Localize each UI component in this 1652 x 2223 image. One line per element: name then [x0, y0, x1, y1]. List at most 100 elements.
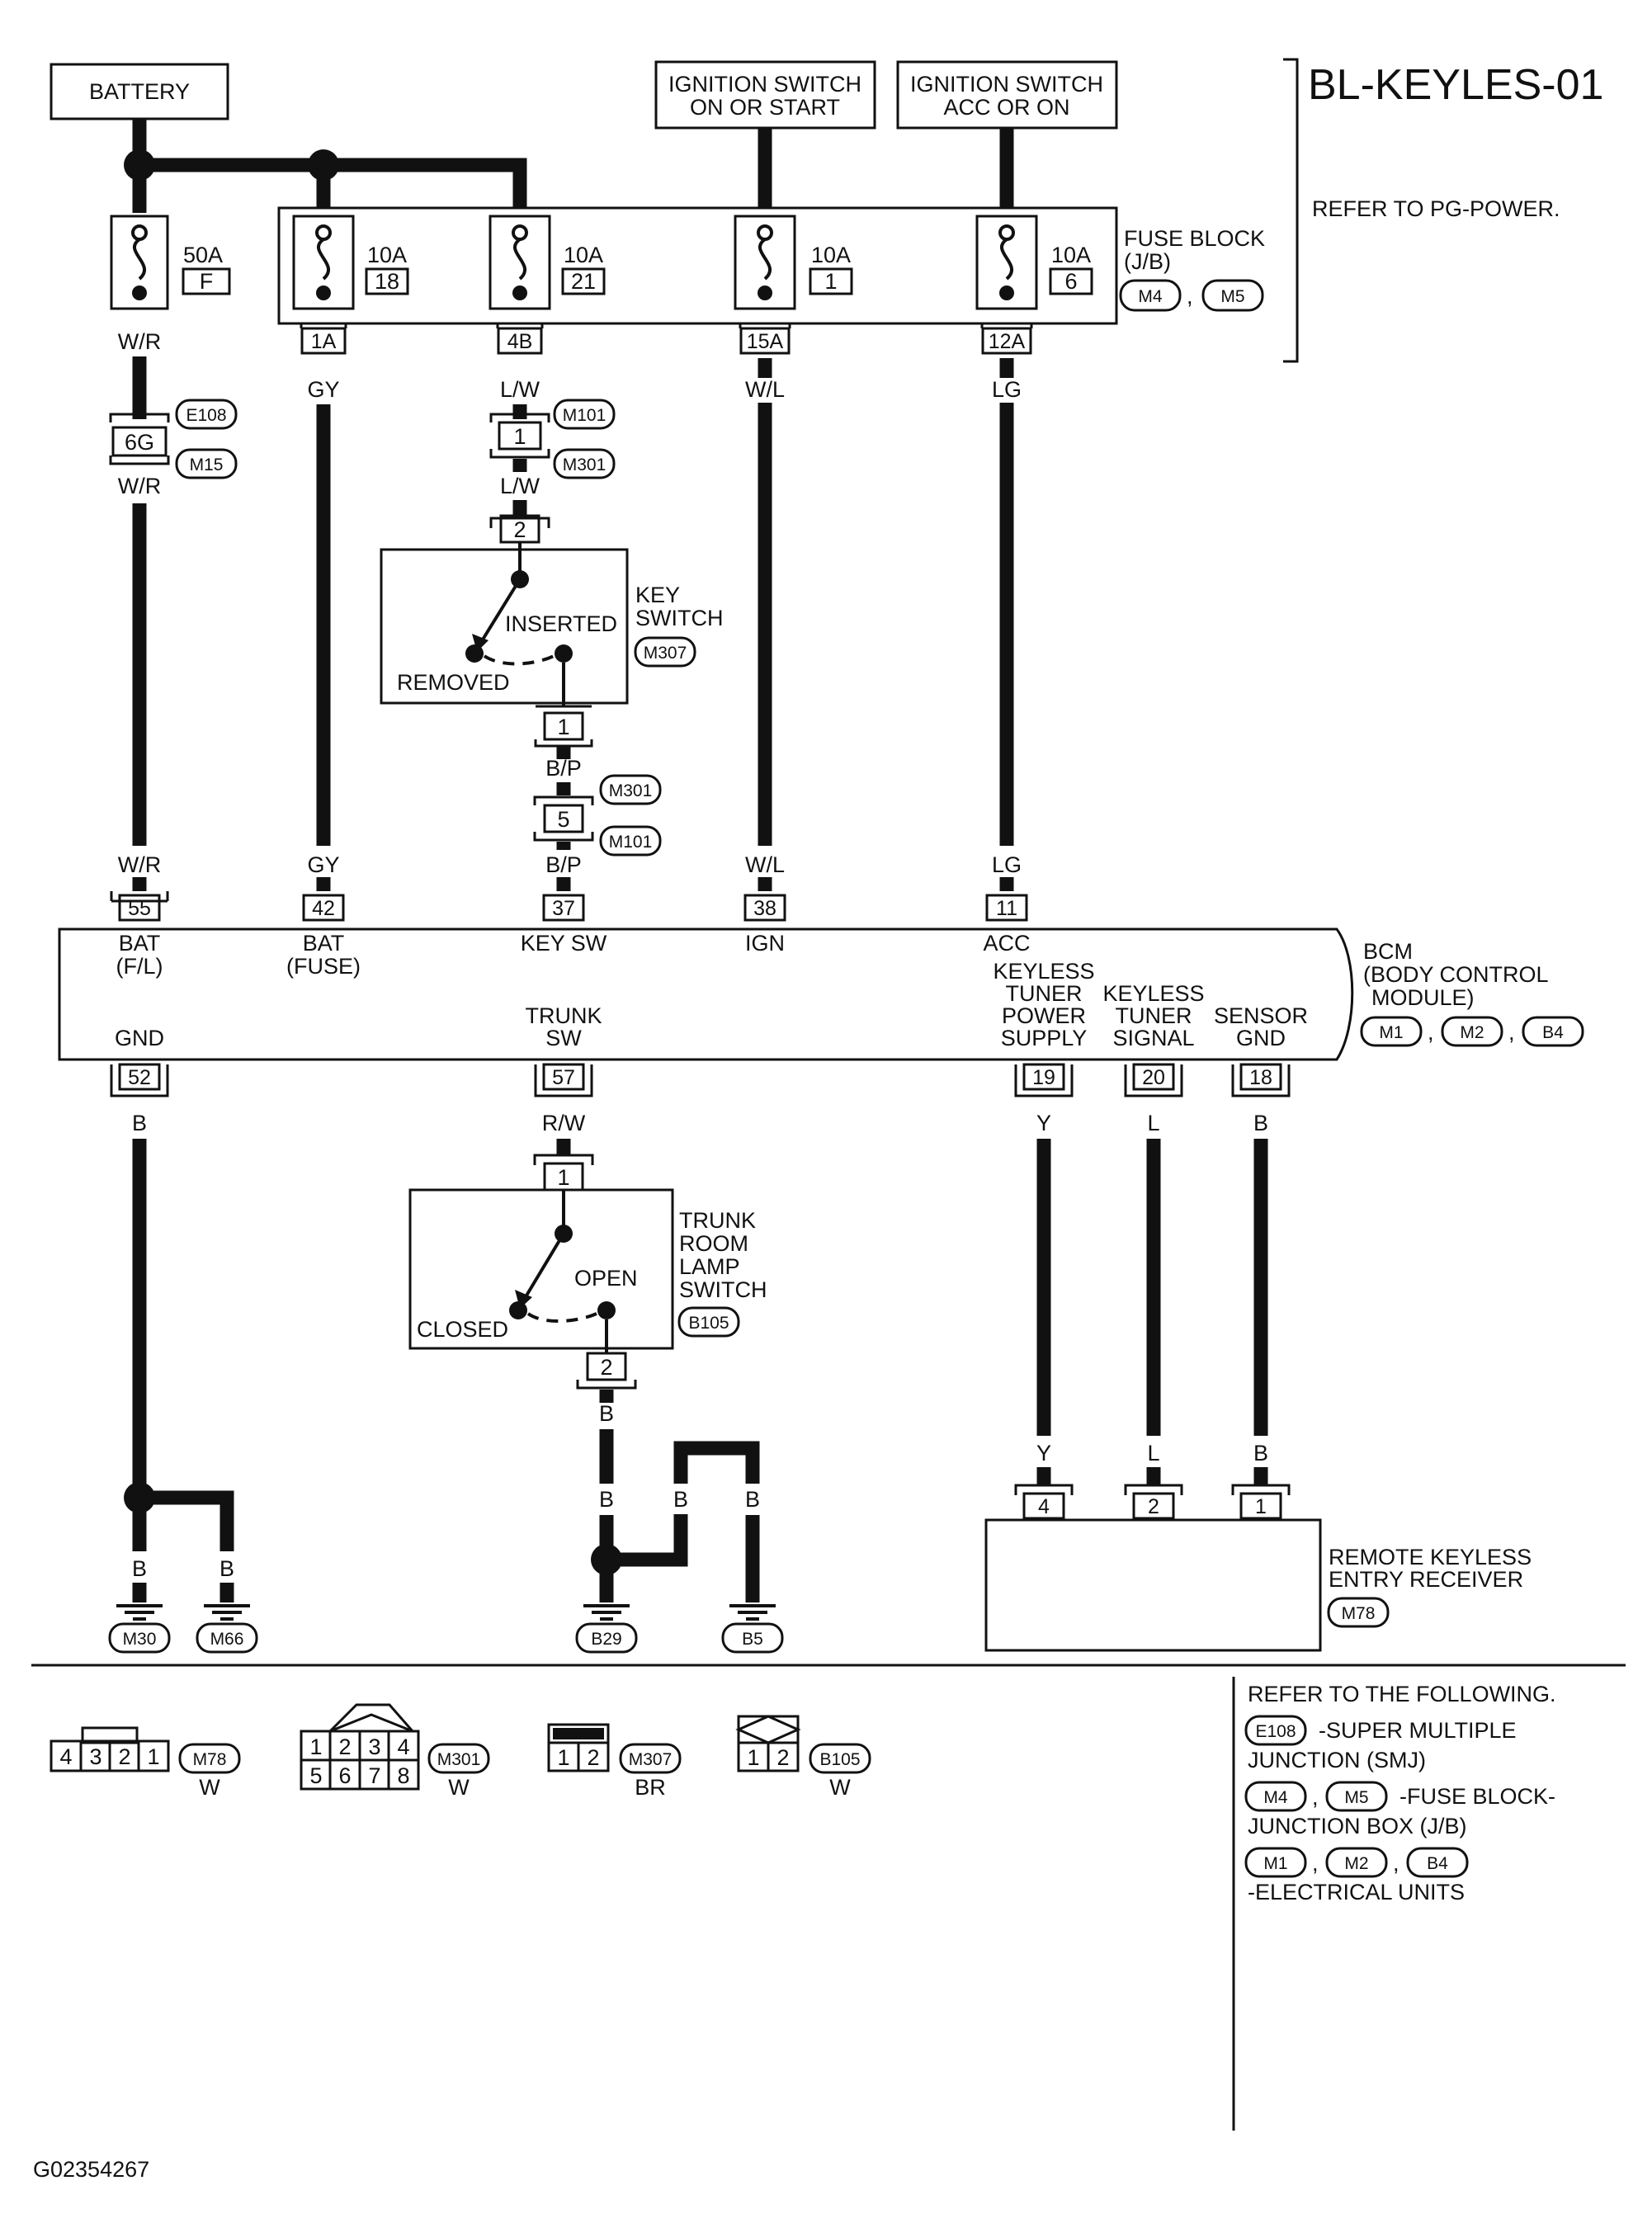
- wire-color: W/R: [118, 329, 161, 354]
- connector-tag: [1360, 1016, 1423, 1047]
- pin-cap: [533, 1154, 594, 1165]
- wire-color: B: [1253, 1441, 1268, 1465]
- pg-power-bracket: [1283, 58, 1299, 363]
- wire-color: L: [1147, 1441, 1159, 1465]
- bcm-term: SUPPLY: [1001, 1026, 1088, 1050]
- pin-box: [543, 711, 584, 741]
- fuse-id-box: [809, 267, 853, 295]
- wire-color: B: [599, 1487, 614, 1512]
- pin-number: 42: [312, 897, 335, 920]
- inline-connector: [498, 421, 542, 451]
- ground-symbol-m30: M30: [108, 1604, 171, 1654]
- fuse-element: [316, 238, 331, 281]
- comma: ,: [1312, 1851, 1319, 1876]
- wire-color: B: [673, 1487, 688, 1512]
- fuse-terminal-id: 15A: [747, 330, 784, 353]
- switch-contact: [597, 1301, 616, 1319]
- trunk-switch-label: SWITCH: [679, 1277, 767, 1302]
- pin-number: 57: [552, 1066, 575, 1089]
- reference-text: -FUSE BLOCK-: [1399, 1784, 1555, 1809]
- switch-arm: [525, 1232, 565, 1297]
- fuse-id: 6: [1064, 269, 1077, 294]
- terminal-cap: [300, 322, 347, 328]
- receiver-pin-2: [1132, 1492, 1175, 1520]
- connector-tag: [178, 1743, 241, 1774]
- fuse-terminal-id: 12A: [989, 330, 1026, 353]
- connector-tag: [1325, 1781, 1388, 1812]
- connector-tag-label: M4: [1263, 1788, 1287, 1807]
- cavity-number: 1: [147, 1744, 159, 1769]
- key-switch-inserted: INSERTED: [505, 611, 617, 636]
- inline-cap: [533, 832, 594, 842]
- fuse-terminal-id: 1A: [311, 330, 337, 353]
- trunk-switch-pin-out: 2: [600, 1355, 612, 1380]
- wire-color: W/R: [118, 474, 161, 498]
- ign-on-start-line2: ON OR START: [690, 95, 840, 120]
- connector-tag: [599, 774, 662, 805]
- pin-frame: [110, 1064, 169, 1097]
- pin-number: 52: [128, 1066, 151, 1089]
- key-switch-label: SWITCH: [635, 606, 723, 630]
- connector-color: BR: [635, 1775, 666, 1800]
- battery-box: [50, 63, 229, 120]
- wire-color: GY: [307, 377, 339, 402]
- pin-cap: [1124, 1484, 1183, 1495]
- fuse-element: [512, 238, 527, 281]
- connector-tag-label: M78: [1342, 1604, 1376, 1623]
- cavity-number: 4: [397, 1735, 409, 1759]
- fuse-element: [999, 238, 1014, 281]
- fuse-block-label: FUSE BLOCK: [1124, 226, 1265, 251]
- inline-cap: [489, 413, 550, 422]
- terminal-box: [981, 327, 1032, 355]
- pin-box: [542, 894, 585, 922]
- connector-tag: [619, 1743, 682, 1774]
- ground-id: M66: [210, 1630, 244, 1649]
- receiver-label: REMOTE KEYLESS: [1329, 1545, 1532, 1569]
- bcm-pin-11: 11: [985, 894, 1028, 922]
- connector-tag-label: M78: [193, 1750, 227, 1769]
- bcm-label: BCM: [1363, 939, 1413, 964]
- trunk-switch-pin-in: 1: [557, 1165, 569, 1190]
- wire-color: W/R: [118, 852, 161, 877]
- bcm-term: (FUSE): [286, 954, 361, 979]
- bcm-term: BAT: [303, 931, 345, 956]
- ground-icon: [729, 1604, 776, 1621]
- cavity-number: 1: [747, 1745, 759, 1770]
- connector-tag-label: M307: [644, 644, 687, 663]
- ign-acc-on-line2: ACC OR ON: [943, 95, 1069, 120]
- ground-symbol-b5: B5: [721, 1604, 784, 1654]
- figure-id: G02354267: [33, 2157, 149, 2182]
- pin-number: 37: [552, 897, 575, 920]
- wire-color: B: [1253, 1111, 1268, 1135]
- inline-pin: 5: [557, 807, 569, 832]
- connector-tag-label: B4: [1542, 1023, 1564, 1042]
- bcm-pin-37: 37: [542, 894, 585, 922]
- connector-tag-label: M1: [1379, 1023, 1403, 1042]
- pin-number: 20: [1142, 1066, 1165, 1089]
- fuse-id-box: [561, 267, 606, 295]
- fuse-id: 18: [375, 269, 399, 294]
- ground-id: B29: [591, 1630, 621, 1649]
- connector-tag: [1244, 1781, 1307, 1812]
- terminal-box: [497, 327, 543, 355]
- fuse-id: 21: [571, 269, 596, 294]
- connector-tag: [1244, 1847, 1307, 1878]
- wire-color: B: [132, 1111, 147, 1135]
- connector-view-b105: 1 2 B105 W: [735, 1715, 871, 1800]
- terminal-box: [739, 327, 791, 355]
- wire-color: B: [132, 1556, 147, 1581]
- bcm-term: POWER: [1002, 1003, 1086, 1028]
- splice-dot: [124, 149, 155, 181]
- smj-cap: [109, 455, 170, 465]
- fuse-element: [758, 238, 772, 281]
- connector-tag: [1244, 1715, 1307, 1746]
- smj-pin: 6G: [125, 430, 154, 455]
- connector-tag-label: M301: [609, 781, 653, 800]
- bcm-term: BAT: [119, 931, 161, 956]
- connector-latch: [329, 1713, 413, 1733]
- cavity-number: 8: [397, 1763, 409, 1788]
- connector-color: W: [199, 1775, 220, 1800]
- pin-number: 19: [1032, 1066, 1055, 1089]
- fuse-rating: 10A: [564, 243, 603, 267]
- ground-icon: [583, 1604, 630, 1621]
